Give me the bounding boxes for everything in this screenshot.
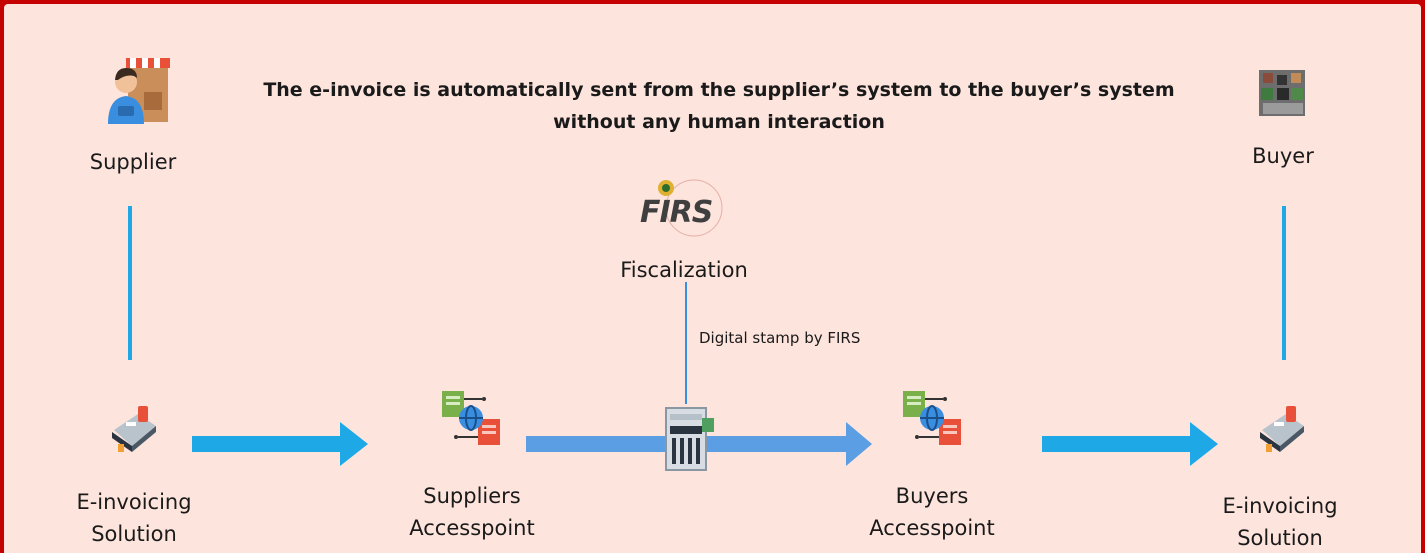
buyers-accesspoint-line-1: Buyers xyxy=(895,484,969,508)
caption-line-1: The e-invoice is automatically sent from… xyxy=(263,79,1175,101)
accesspoint-globe-icon xyxy=(442,391,500,445)
fiscalization-connector xyxy=(685,282,687,404)
fiscalization-label: Fiscalization xyxy=(620,258,748,282)
supplier-connector xyxy=(128,206,132,360)
arrow-solution-to-suppliers-ap xyxy=(192,422,368,466)
right-solution-line-1: E-invoicing xyxy=(1222,494,1338,518)
suppliers-accesspoint-line-1: Suppliers xyxy=(423,484,521,508)
suppliers-accesspoint-line-2: Accesspoint xyxy=(409,516,535,540)
buyers-accesspoint-label: Buyers Accesspoint xyxy=(844,480,1020,544)
diagram-caption: The e-invoice is automatically sent from… xyxy=(244,74,1194,138)
server-stamp-icon xyxy=(665,407,714,471)
accesspoint-globe-icon xyxy=(903,391,961,445)
buyer-icon xyxy=(1259,70,1305,116)
buyer-connector xyxy=(1282,206,1286,360)
digital-stamp-label: Digital stamp by FIRS xyxy=(699,329,861,347)
diagram-canvas: The e-invoice is automatically sent from… xyxy=(4,4,1421,553)
caption-line-2: without any human interaction xyxy=(553,111,885,133)
shopkeeper-icon xyxy=(108,58,170,124)
firs-logo-text: FIRS xyxy=(640,195,712,230)
firs-seal-icon: FIRS xyxy=(640,179,723,237)
right-solution-line-2: Solution xyxy=(1237,526,1323,550)
e-invoicing-device-icon xyxy=(1260,406,1304,452)
left-solution-line-2: Solution xyxy=(91,522,177,546)
e-invoicing-device-icon xyxy=(112,406,156,452)
suppliers-accesspoint-label: Suppliers Accesspoint xyxy=(384,480,560,544)
buyers-accesspoint-line-2: Accesspoint xyxy=(869,516,995,540)
left-solution-line-1: E-invoicing xyxy=(76,490,192,514)
supplier-label: Supplier xyxy=(89,150,177,174)
arrow-buyers-ap-to-solution xyxy=(1042,422,1218,466)
left-solution-label: E-invoicing Solution xyxy=(54,486,214,550)
buyer-label: Buyer xyxy=(1252,144,1314,168)
right-solution-label: E-invoicing Solution xyxy=(1200,490,1360,553)
